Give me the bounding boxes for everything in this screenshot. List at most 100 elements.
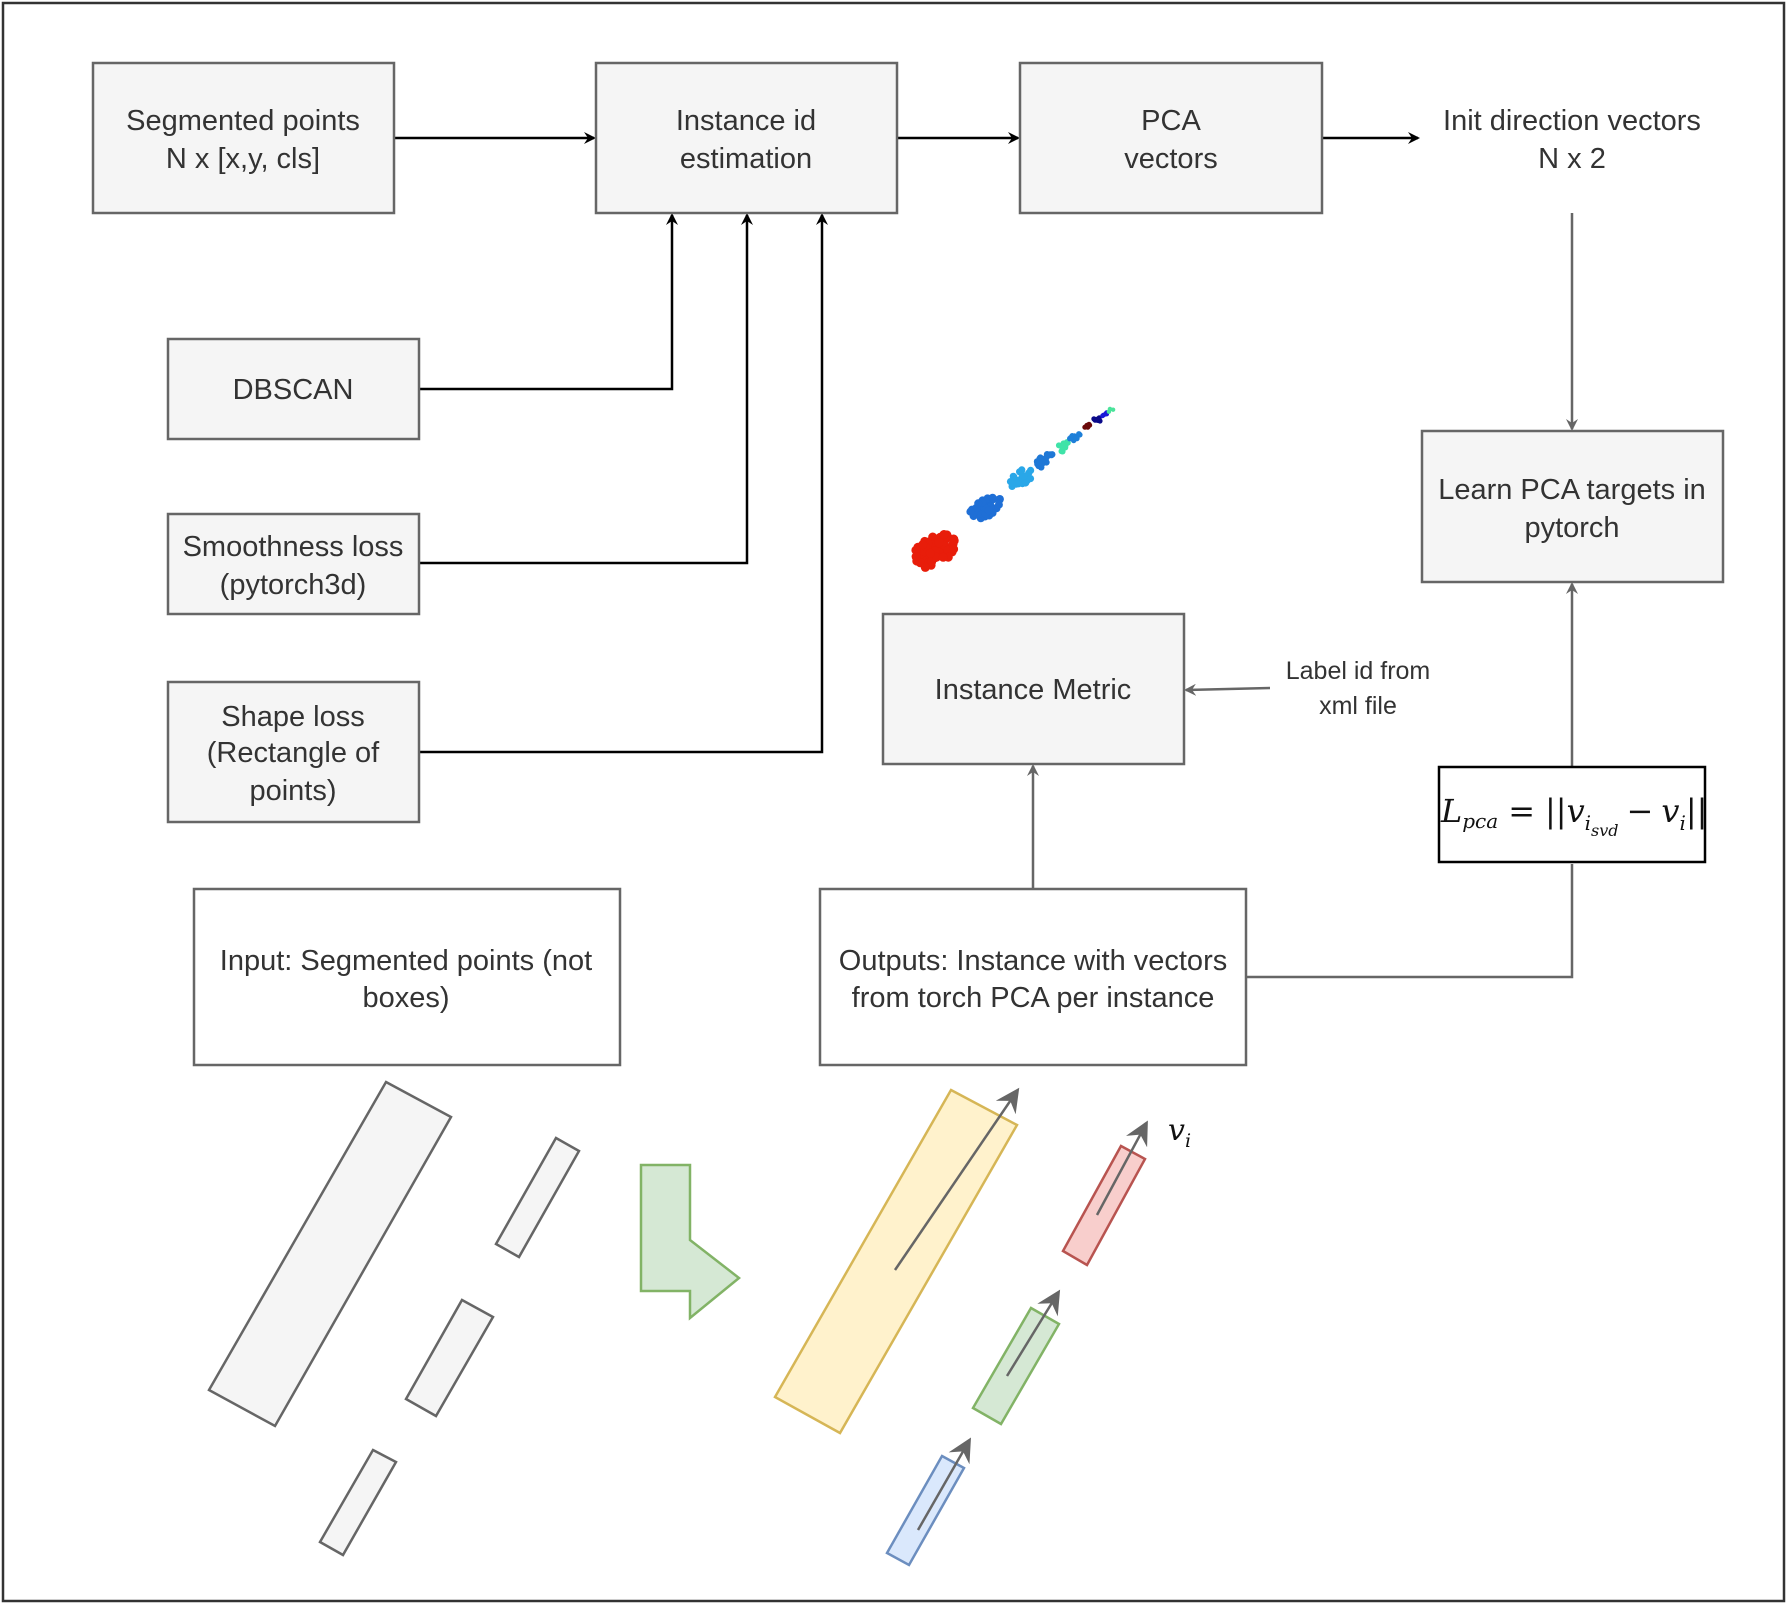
edge-label-id-to-instance-metric [1184, 683, 1271, 696]
point-cloud-point [949, 544, 959, 554]
formula-svd-subscript: svd [1591, 821, 1619, 840]
point-cloud-point [920, 562, 930, 572]
point-cloud-point [1014, 480, 1023, 488]
point-cloud-point [1036, 459, 1043, 466]
instance-id-label-line2: estimation [680, 143, 812, 175]
shape-loss-label-line3: points) [249, 775, 336, 807]
output-segment-yellow [773, 1088, 1019, 1435]
point-cloud-point [934, 538, 944, 548]
node-pca-loss-formula: Lpca=||visvd−vi|| [1437, 765, 1707, 864]
edge-shape-loss-to-instance-id [419, 213, 828, 754]
node-smoothness-loss: Smoothness loss (pytorch3d) [166, 512, 421, 616]
formula-v: v [1567, 792, 1585, 830]
point-cloud-point [911, 552, 921, 562]
point-cloud-point [966, 507, 975, 516]
node-instance-metric: Instance Metric [881, 612, 1186, 766]
formula-equals: = [1508, 792, 1535, 830]
shape-loss-label-line1: Shape loss [221, 701, 365, 733]
instance-id-label-line1: Instance id [676, 105, 816, 137]
node-init-direction-vectors: Init direction vectors N x 2 [1443, 105, 1701, 175]
node-learn-pca-targets: Learn PCA targets in pytorch [1420, 429, 1725, 584]
point-cloud-point [1060, 440, 1067, 447]
point-cloud-point [994, 500, 1003, 509]
output-segments-illustration: vi [773, 1087, 1191, 1567]
formula-L: L [1440, 792, 1462, 830]
point-cloud-point [989, 495, 998, 504]
smoothness-label-line1: Smoothness loss [183, 531, 404, 563]
vector-arrow-green [1005, 1289, 1061, 1377]
point-cloud-point [1022, 479, 1030, 487]
pca-vectors-label-line1: PCA [1141, 105, 1201, 137]
point-cloud-point [925, 548, 935, 558]
clustered-point-cloud-image [911, 406, 1116, 572]
point-cloud-point [1086, 421, 1092, 427]
transform-arrow-icon [639, 1163, 742, 1321]
edge-smoothness-to-instance-id [419, 213, 753, 565]
output-segment-red [1061, 1144, 1147, 1267]
vector-arrow-yellow [893, 1087, 1020, 1271]
vector-arrow-blue [916, 1437, 971, 1531]
node-segmented-points: Segmented points N x [x,y, cls] [91, 61, 396, 215]
outputs-label-line2: from torch PCA per instance [852, 982, 1215, 1014]
point-cloud-point [984, 506, 993, 515]
output-segment-green [971, 1306, 1061, 1426]
point-cloud-point [938, 552, 948, 562]
instance-metric-label: Instance Metric [935, 674, 1132, 706]
point-cloud-point [1072, 435, 1079, 442]
point-cloud-point [939, 530, 949, 539]
node-shape-loss: Shape loss (Rectangle of points) [166, 680, 421, 824]
dbscan-label: DBSCAN [233, 374, 354, 406]
point-cloud-point [1010, 473, 1018, 481]
input-segment-large [207, 1080, 453, 1428]
input-segment-top-right [494, 1136, 581, 1259]
formula-i2-subscript: i [1679, 811, 1685, 835]
init-direction-label-line2: N x 2 [1538, 143, 1606, 175]
shape-loss-label-line2: (Rectangle of [207, 737, 380, 769]
formula-bars-close: || [1686, 792, 1708, 830]
label-id-line1: Label id from [1286, 657, 1431, 685]
node-pca-vectors: PCA vectors [1018, 61, 1324, 215]
vector-label-i-subscript: i [1185, 1130, 1191, 1152]
input-label-line1: Input: Segmented points (not [220, 945, 592, 977]
point-cloud-point [974, 499, 983, 508]
point-cloud-point [918, 540, 928, 550]
label-id-line2: xml file [1319, 692, 1397, 720]
vector-label-v: v [1168, 1113, 1185, 1148]
input-label-line2: boxes) [362, 982, 449, 1014]
smoothness-label-line2: (pytorch3d) [220, 569, 367, 601]
formula-v2: v [1661, 792, 1679, 830]
node-instance-id-estimation: Instance id estimation [594, 61, 899, 215]
svg-text:Lpca=||visvd−vi||: Lpca=||visvd−vi|| [1440, 792, 1707, 840]
point-cloud-point [911, 545, 921, 555]
vector-label-vi: vi [1168, 1113, 1191, 1152]
outputs-label-line1: Outputs: Instance with vectors [839, 945, 1227, 977]
formula-bars-open: || [1545, 792, 1567, 830]
node-outputs: Outputs: Instance with vectors from torc… [818, 887, 1248, 1067]
formula-minus: − [1627, 792, 1654, 830]
point-cloud-point [1067, 434, 1074, 441]
edge-dbscan-to-instance-id [419, 213, 678, 391]
segmented-points-label-line1: Segmented points [126, 105, 360, 137]
learn-pca-label-line2: pytorch [1524, 512, 1619, 544]
point-cloud-point [928, 532, 938, 542]
point-cloud-point [1016, 468, 1024, 476]
point-cloud-point [1043, 454, 1050, 461]
input-segments-illustration [207, 1080, 581, 1557]
init-direction-label-line1: Init direction vectors [1443, 105, 1701, 137]
formula-pca-subscript: pca [1462, 809, 1498, 833]
node-dbscan: DBSCAN [166, 337, 421, 441]
point-cloud-point [1027, 466, 1035, 474]
formula-i-subscript: i [1585, 811, 1591, 835]
pca-vectors-label-line2: vectors [1124, 143, 1217, 175]
vector-arrow-red [1095, 1120, 1148, 1216]
learn-pca-label-line1: Learn PCA targets in [1438, 474, 1706, 506]
segmented-points-label-line2: N x [x,y, cls] [166, 143, 320, 175]
edge-outputs-to-loss [1246, 864, 1574, 979]
node-label-id: Label id from xml file [1286, 657, 1431, 720]
point-cloud-point [1107, 407, 1113, 412]
input-segment-middle [404, 1298, 495, 1418]
input-segment-bottom [318, 1448, 398, 1557]
node-input: Input: Segmented points (not boxes) [192, 887, 622, 1067]
